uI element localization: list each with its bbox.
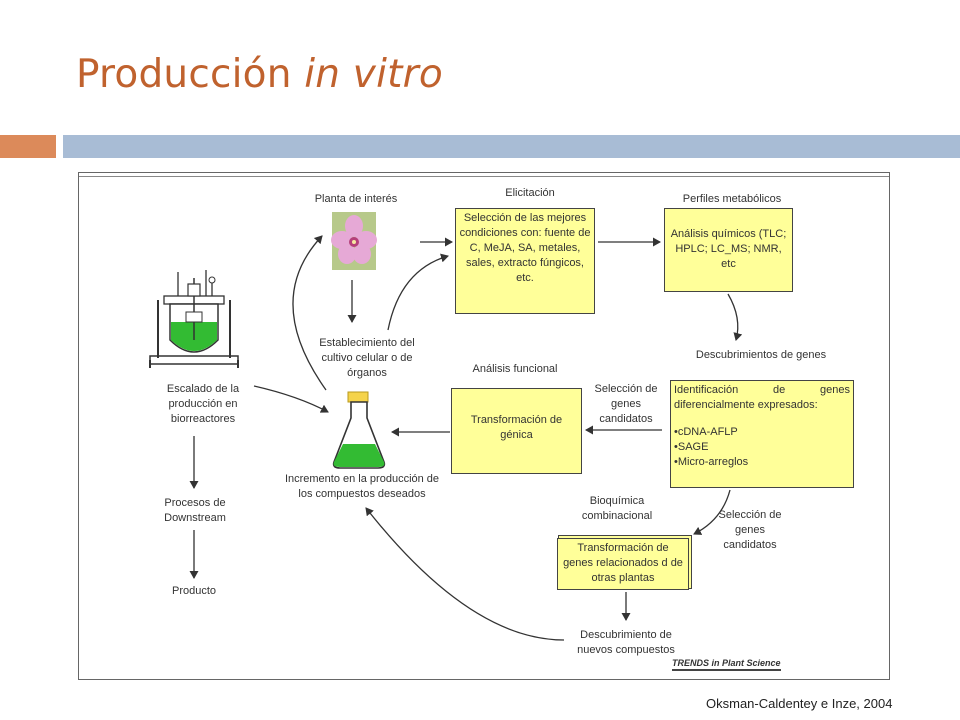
arrow-flask-to-plant [292, 235, 327, 391]
flask-icon [332, 391, 386, 469]
label-elicitacion: Elicitación [505, 187, 555, 199]
title-italic: in vitro [304, 52, 443, 97]
label-seleccion-genes-2: Selección de genes candidatos [718, 509, 782, 551]
citation: Oksman-Caldentey e Inze, 2004 [706, 696, 893, 711]
label-seleccion-genes-1: Selección de genes candidatos [594, 383, 658, 425]
identificacion-item-2: •SAGE [674, 441, 709, 453]
arrow-genes-to-other-plants [693, 489, 731, 535]
accent-bar-blue [63, 135, 960, 158]
box-transformacion-genica: Transformación de génica [451, 388, 582, 474]
arrow-analysis-to-genes [727, 293, 743, 341]
accent-bar-orange [0, 135, 56, 158]
label-escalado: Escalado de la producción en biorreactor… [166, 383, 240, 425]
label-bioquimica: Bioquímica combinacional [581, 495, 653, 522]
label-procesos: Procesos de Downstream [164, 497, 226, 524]
label-producto: Producto [171, 585, 217, 597]
box-identificacion: Identificación de genes diferencialmente… [670, 380, 854, 488]
label-planta: Planta de interés [314, 193, 398, 205]
label-analisis-funcional: Análisis funcional [472, 363, 558, 375]
box-analisis-quimicos: Análisis químicos (TLC; HPLC; LC_MS; NMR… [664, 208, 793, 292]
label-perfiles: Perfiles metabólicos [682, 193, 782, 205]
label-descubrimiento-compuestos: Descubrimiento de nuevos compuestos [577, 629, 675, 656]
slide-title: Producción in vitro [76, 52, 443, 97]
flower-photo [331, 212, 377, 270]
identificacion-item-1: •cDNA-AFLP [674, 426, 738, 438]
arrow-flask-to-scaleup [253, 385, 329, 413]
identificacion-item-3: •Micro-arreglos [674, 456, 749, 468]
arrow-new-compounds-to-culture [365, 507, 565, 641]
identificacion-heading: Identificación de genes diferencialmente… [674, 384, 850, 411]
label-descubrimientos-genes: Descubrimientos de genes [695, 349, 827, 361]
frame-top-line [79, 176, 889, 177]
label-incremento: Incremento en la producción de los compu… [284, 473, 440, 500]
bioreactor-icon [149, 270, 239, 368]
box-seleccion-condiciones: Selección de las mejores condiciones con… [455, 208, 595, 314]
source-logo: TRENDS in Plant Science [672, 658, 781, 671]
box-transformacion-otras: Transformación de genes relacionados d d… [557, 538, 689, 590]
arrow-culture-to-elicitation [387, 253, 449, 331]
title-main: Producción [76, 52, 305, 97]
label-establecimiento: Establecimiento del cultivo celular o de… [319, 337, 415, 379]
